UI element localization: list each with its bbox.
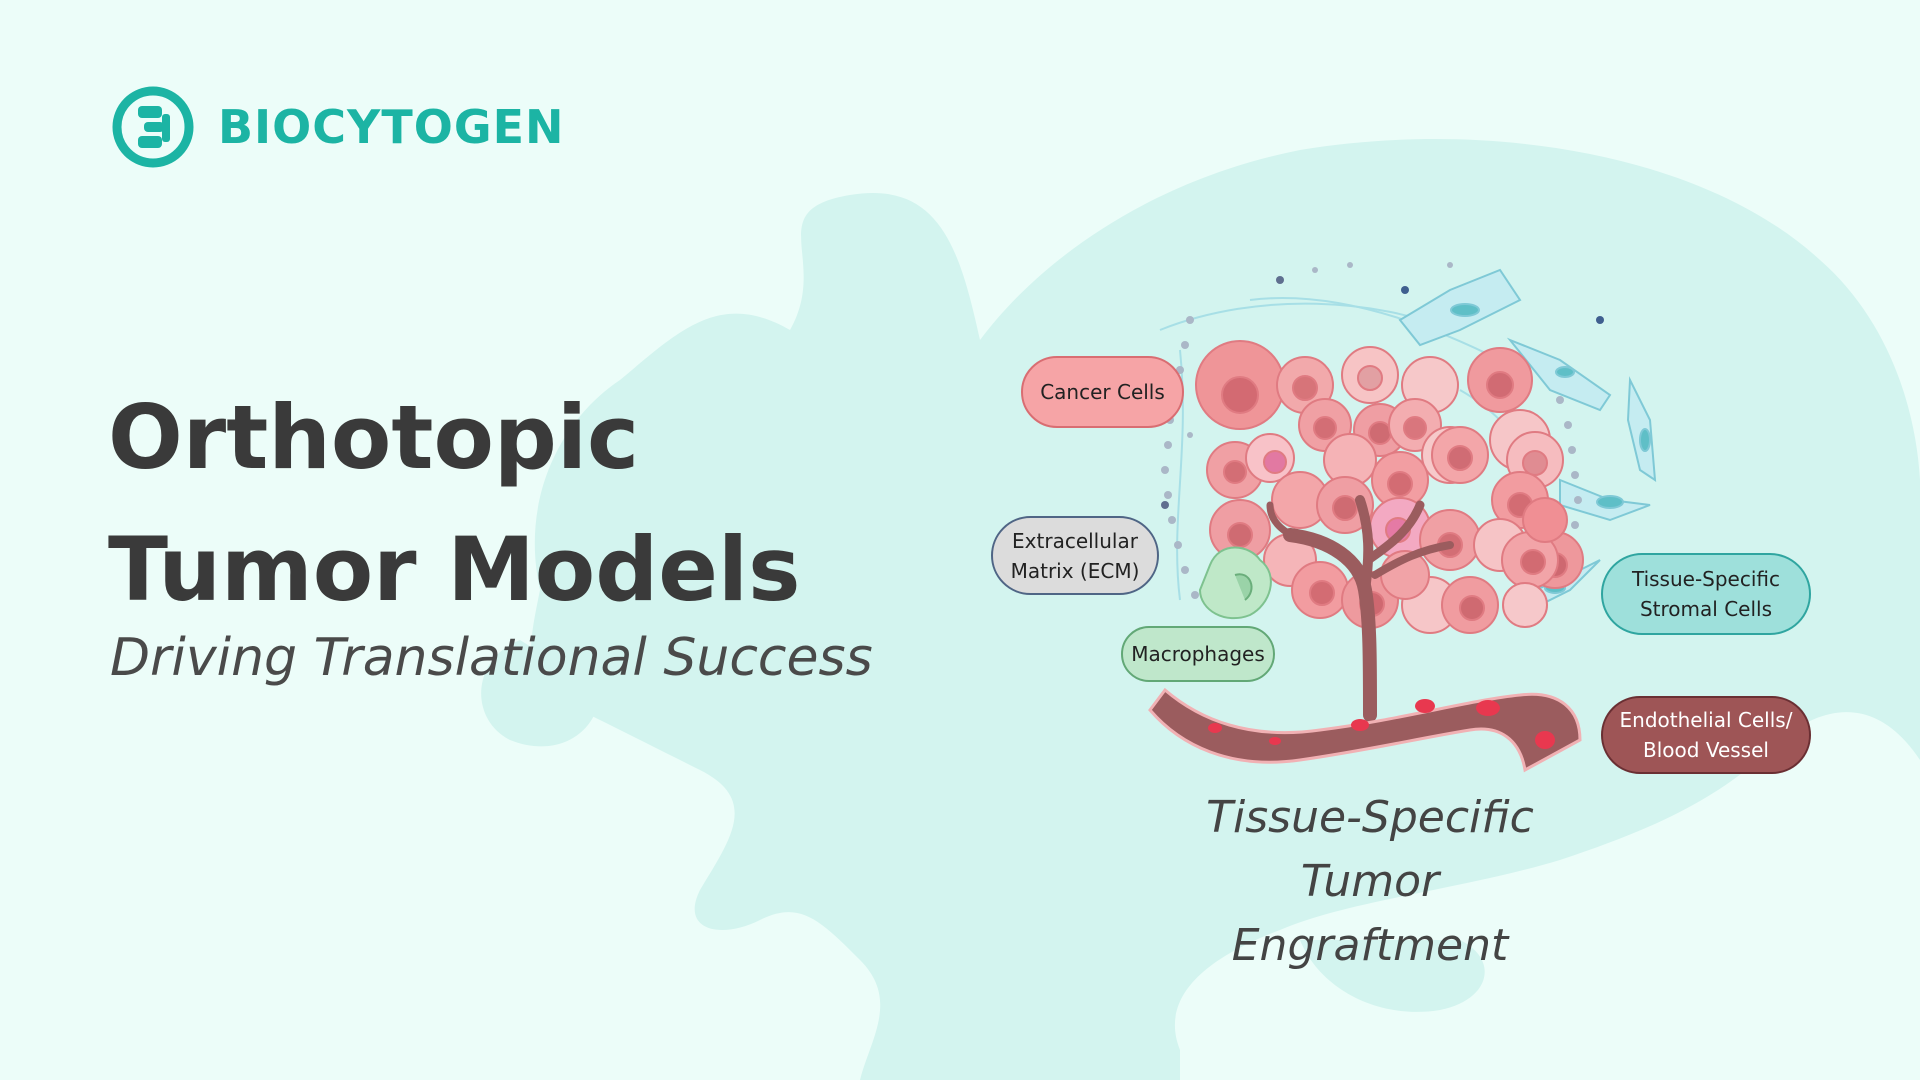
- brand-name: BIOCYTOGEN: [218, 100, 565, 154]
- page-subtitle: Driving Translational Success: [110, 628, 873, 688]
- title-line-1: Orthotopic: [108, 386, 640, 489]
- stromal-label-line-2: Stromal Cells: [1639, 597, 1772, 621]
- vessel-branches: [1266, 495, 1454, 722]
- red-blood-cells: [1208, 699, 1555, 749]
- caption-line-1: Tissue-Specific: [1206, 792, 1534, 843]
- endothelial-label-line-1: Endothelial Cells/: [1619, 708, 1793, 732]
- ecm-label-line-2: Matrix (ECM): [1010, 558, 1140, 583]
- stromal-label-line-1: Tissue-Specific: [1631, 567, 1781, 591]
- page-title: Orthotopic Tumor Models: [108, 372, 800, 636]
- macrophages-label-text: Macrophages: [1131, 642, 1265, 666]
- tumor-cells: [1195, 340, 1584, 634]
- biocytogen-logo-icon: [112, 86, 194, 168]
- ecm-label-line-1: Extracellular: [1012, 528, 1138, 553]
- cancer-cells-label: Cancer Cells: [1021, 356, 1184, 428]
- cancer-cells-label-text: Cancer Cells: [1040, 380, 1165, 404]
- endothelial-cells-label: Endothelial Cells/ Blood Vessel: [1601, 696, 1811, 774]
- macrophages-label: Macrophages: [1121, 626, 1275, 682]
- endothelial-label-line-2: Blood Vessel: [1643, 738, 1769, 762]
- caption-line-2: Tumor Engraftment: [1231, 856, 1509, 971]
- diagram-caption: Tissue-Specific Tumor Engraftment: [1160, 786, 1580, 978]
- title-line-2: Tumor Models: [108, 518, 801, 621]
- macrophage-cell: [1198, 546, 1272, 620]
- stromal-cells-label: Tissue-Specific Stromal Cells: [1601, 553, 1811, 635]
- brand-logo: BIOCYTOGEN: [110, 84, 565, 170]
- blood-vessel: [1148, 687, 1582, 773]
- ecm-label: Extracellular Matrix (ECM): [991, 516, 1159, 595]
